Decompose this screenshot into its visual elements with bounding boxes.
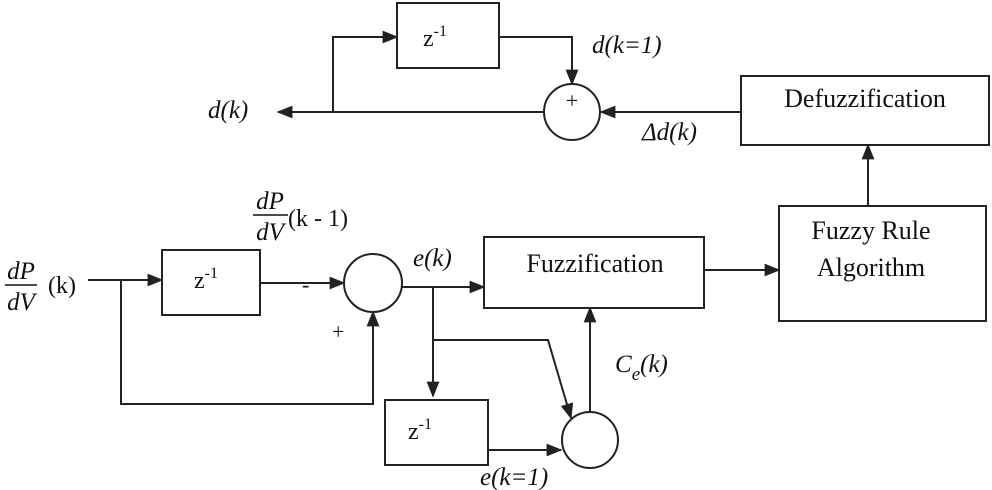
summing-junction-top: + (543, 83, 601, 141)
delay-block-mid: z-1 (161, 249, 261, 316)
line-input-bypass (120, 280, 380, 405)
prev-numerator: dP (256, 188, 284, 215)
input-numerator: dP (7, 258, 35, 285)
fuzzification-block: Fuzzification (483, 236, 705, 309)
sum-mid-minus-sign: - (302, 272, 309, 297)
delay-mid-exponent: -1 (205, 265, 218, 282)
label-ce-k: Ce(k) (615, 351, 668, 385)
signal-lines (88, 30, 875, 457)
label-input-dpdv: dP dV (k) (5, 258, 76, 316)
ce-subscript: e (632, 364, 640, 385)
label-e-k: e(k) (413, 245, 452, 272)
ce-main: C (615, 351, 632, 378)
summing-junction-mid (343, 253, 403, 313)
sum-mid-plus-sign: + (332, 319, 344, 344)
line-ek-to-bottom-sum (433, 339, 574, 420)
delay-block-bottom: z-1 (384, 399, 489, 466)
label-delta-d-k: Δd(k) (641, 119, 697, 146)
prev-denominator: dV (256, 219, 287, 246)
svg-text:z-1: z-1 (423, 23, 447, 52)
delay-top-exponent: -1 (434, 23, 447, 40)
delay-top-label: z (423, 26, 434, 52)
label-prev-dpdv: dP dV (k - 1) (253, 188, 348, 246)
line-top-delay-to-sum (500, 36, 579, 86)
label-d-k-prev: d(k=1) (592, 32, 662, 59)
fuzzy-rule-label-line1: Fuzzy Rule (811, 216, 930, 245)
summing-junction-bottom (561, 411, 619, 469)
label-d-k: d(k) (208, 97, 248, 124)
fuzzy-rule-label-line2: Algorithm (817, 253, 925, 282)
ce-argument: (k) (640, 351, 668, 378)
fuzzy-rule-block: Fuzzy Rule Algorithm (778, 205, 987, 322)
sum-top-plus-sign: + (566, 88, 578, 113)
label-e-k-prev: e(k=1) (480, 464, 548, 490)
svg-text:z-1: z-1 (408, 416, 432, 445)
delay-bottom-exponent: -1 (419, 416, 432, 433)
input-argument: (k) (48, 273, 76, 299)
prev-argument: (k - 1) (288, 206, 348, 232)
delay-block-top: z-1 (396, 2, 500, 69)
svg-text:z-1: z-1 (194, 265, 218, 294)
input-denominator: dV (7, 289, 38, 316)
feedback-line-to-top-delay (332, 30, 399, 112)
defuzzification-block: Defuzzification (740, 75, 990, 146)
delay-bottom-label: z (408, 419, 419, 445)
defuzzification-label: Defuzzification (784, 84, 946, 113)
fuzzification-label: Fuzzification (526, 249, 663, 278)
delay-mid-label: z (194, 268, 205, 294)
